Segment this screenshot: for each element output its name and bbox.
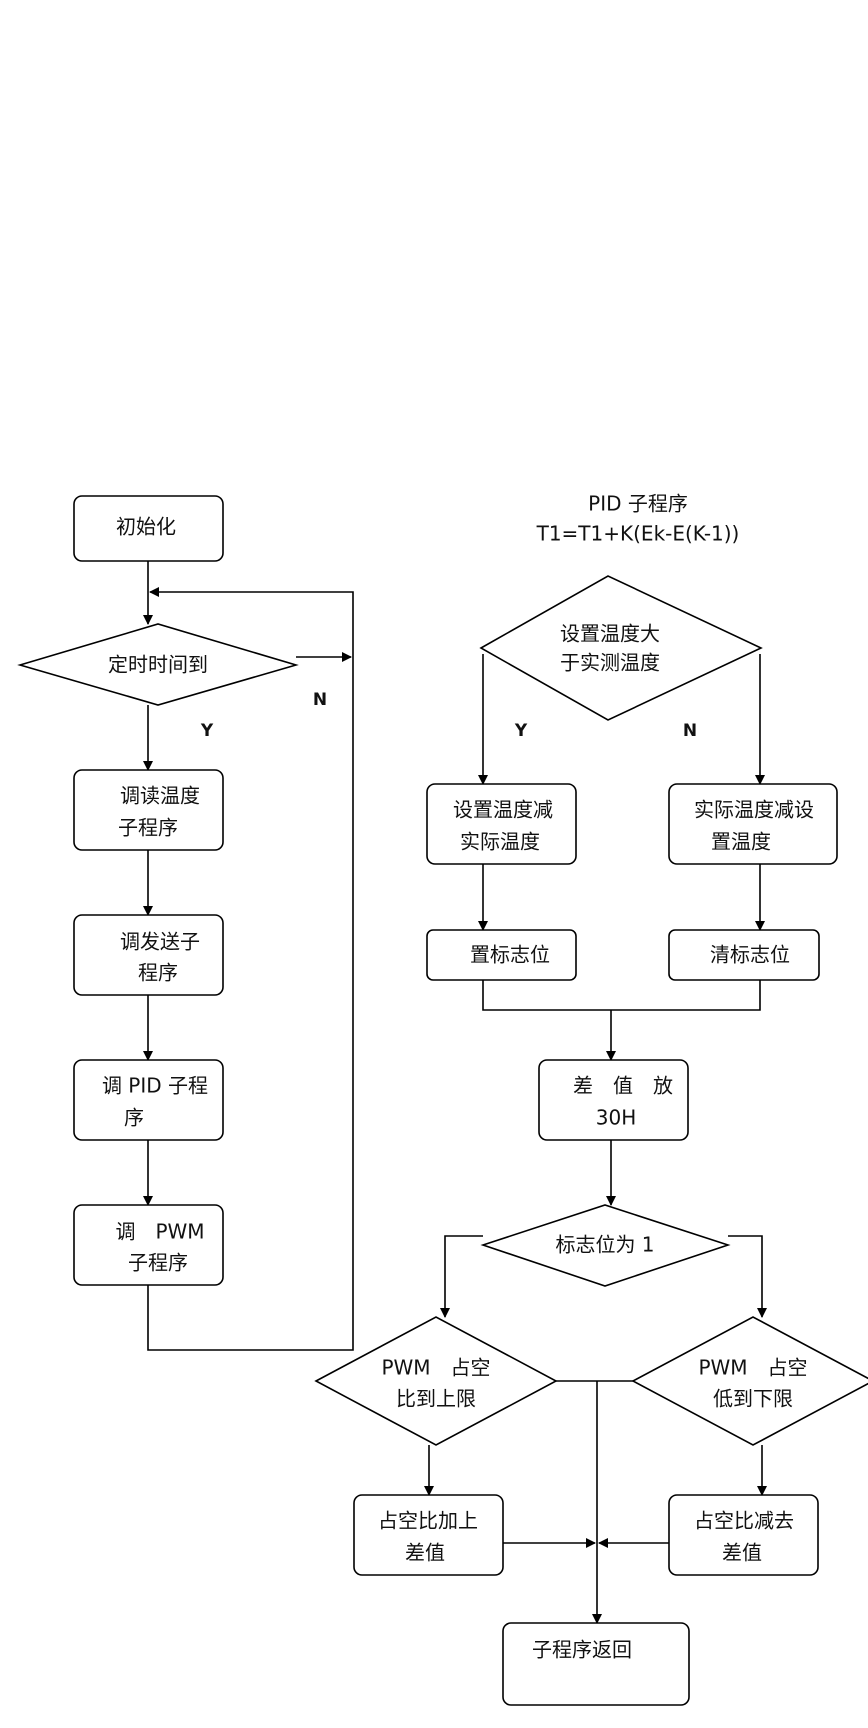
store-diff-line1: 差 值 放 — [573, 1074, 673, 1098]
timer-no-label: N — [313, 690, 327, 710]
compare-line1: 设置温度大 — [560, 622, 660, 646]
flag-no-path — [728, 1235, 767, 1318]
compare-line2: 于实测温度 — [560, 651, 660, 675]
duty-add-line1: 占空比加上 — [378, 1509, 478, 1533]
set-flag-box — [426, 929, 577, 981]
timer-yes-label: Y — [200, 721, 214, 741]
flag-yes-path — [440, 1235, 483, 1318]
actual-minus-set-line1: 实际温度减设 — [694, 798, 814, 822]
left-flowchart: 初始化 定时时间到 N Y 调读温度 子程序 调发送子 程序 调 PID 子程 … — [17, 495, 354, 1351]
store-diff-box — [538, 1059, 689, 1141]
set-flag-label: 置标志位 — [470, 943, 550, 967]
compare-no-label: N — [683, 721, 697, 741]
pwm-call-line1: 调 PWM — [115, 1220, 204, 1244]
flags-merge-line — [482, 980, 761, 1011]
pwm-call-line2: 子程序 — [128, 1251, 188, 1275]
pid-formula: T1=T1+K(Ek-E(K-1)) — [536, 522, 740, 546]
compare-yes-label: Y — [514, 721, 528, 741]
timer-decision — [17, 623, 299, 706]
flag-check-decision — [480, 1204, 731, 1287]
pid-call-line1: 调 PID 子程 — [102, 1074, 208, 1098]
loop-back-line — [147, 587, 354, 1351]
return-label: 子程序返回 — [532, 1638, 632, 1662]
timer-decision-label: 定时时间到 — [108, 653, 208, 677]
set-minus-actual-box — [426, 783, 577, 865]
send-line2: 程序 — [138, 961, 178, 985]
read-temp-line2: 子程序 — [118, 816, 178, 840]
compare-decision — [479, 575, 763, 721]
send-line1: 调发送子 — [120, 930, 200, 954]
pwm-upper-line1: PWM 占空 — [381, 1356, 490, 1380]
pwm-lower-decision — [631, 1316, 868, 1446]
pid-call-line2: 序 — [124, 1106, 144, 1130]
store-diff-line2: 30H — [596, 1106, 637, 1130]
actual-minus-set-line2: 置温度 — [711, 830, 771, 854]
return-box — [502, 1622, 690, 1706]
duty-sub-line1: 占空比减去 — [694, 1509, 794, 1533]
duty-add-line2: 差值 — [405, 1541, 445, 1565]
clear-flag-box — [668, 929, 820, 981]
read-temp-line1: 调读温度 — [120, 784, 200, 808]
actual-minus-set-box — [668, 783, 838, 865]
pwm-lower-line1: PWM 占空 — [698, 1356, 807, 1380]
duty-sub-line2: 差值 — [722, 1541, 762, 1565]
init-label: 初始化 — [116, 515, 176, 539]
set-minus-actual-line1: 设置温度减 — [453, 798, 553, 822]
pwm-call-box — [73, 1204, 224, 1286]
pid-title: PID 子程序 — [588, 492, 688, 516]
duty-add-box — [353, 1494, 504, 1576]
flag-check-label: 标志位为 1 — [555, 1233, 654, 1257]
pwm-upper-decision — [314, 1316, 558, 1446]
right-flowchart: PID 子程序 T1=T1+K(Ek-E(K-1)) 设置温度大 于实测温度 Y… — [314, 492, 868, 1706]
set-minus-actual-line2: 实际温度 — [460, 830, 540, 854]
duty-sub-box — [668, 1494, 819, 1576]
clear-flag-label: 清标志位 — [710, 943, 790, 967]
pwm-upper-line2: 比到上限 — [396, 1387, 476, 1411]
pwm-lower-line2: 低到下限 — [713, 1387, 793, 1411]
pid-call-box — [73, 1059, 224, 1141]
